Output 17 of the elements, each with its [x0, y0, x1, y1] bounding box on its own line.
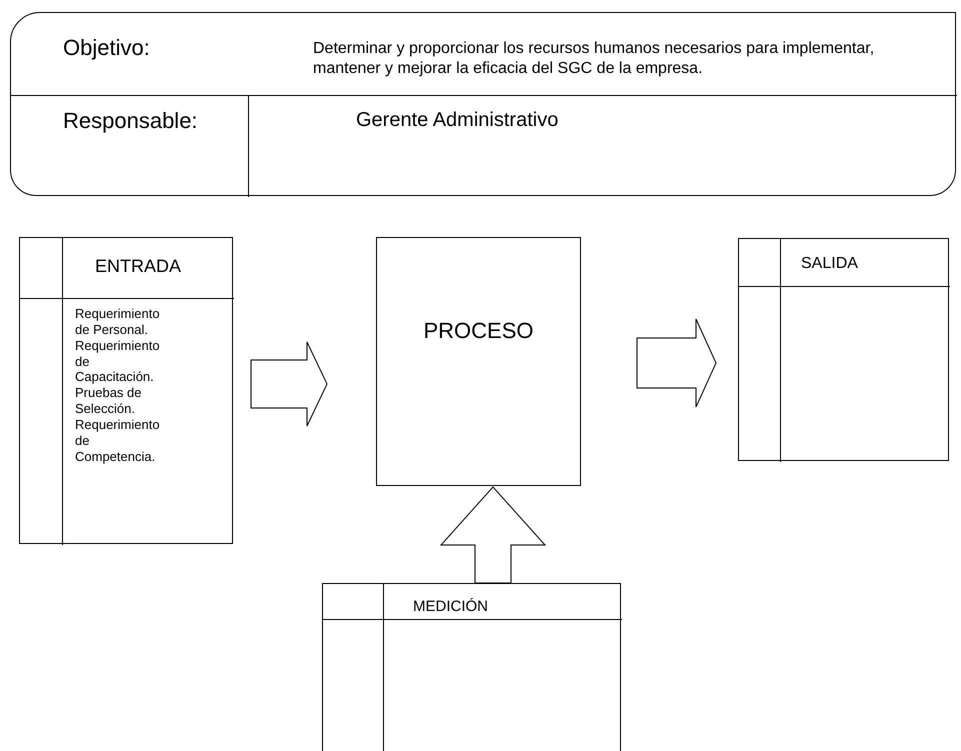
- process-title: PROCESO: [422, 318, 535, 344]
- block-arrow: [250, 342, 328, 426]
- block-arrow: [440, 486, 546, 584]
- table-box: [19, 237, 233, 544]
- column-heading: SALIDA: [801, 255, 858, 273]
- responsible-name: Gerente Administrativo: [356, 109, 558, 132]
- table-box: [738, 238, 949, 461]
- block-arrow: [636, 318, 717, 408]
- field-label: Responsable:: [63, 108, 198, 134]
- table-box: [322, 583, 621, 751]
- process-box: [376, 237, 581, 486]
- header-panel: [10, 12, 956, 196]
- input-list: Requerimiento de Personal. Requerimiento de Capacitación. Pruebas de Selección. Requerimiento de Competencia.: [75, 306, 167, 465]
- column-heading: ENTRADA: [95, 256, 182, 277]
- field-label: Objetivo:: [63, 35, 150, 61]
- column-heading: MEDICIÓN: [413, 598, 488, 615]
- objective-text: Determinar y proporcionar los recursos humanos necesarios para implementar, mantener y mejorar la eficacia del SGC de la empresa.: [313, 39, 876, 78]
